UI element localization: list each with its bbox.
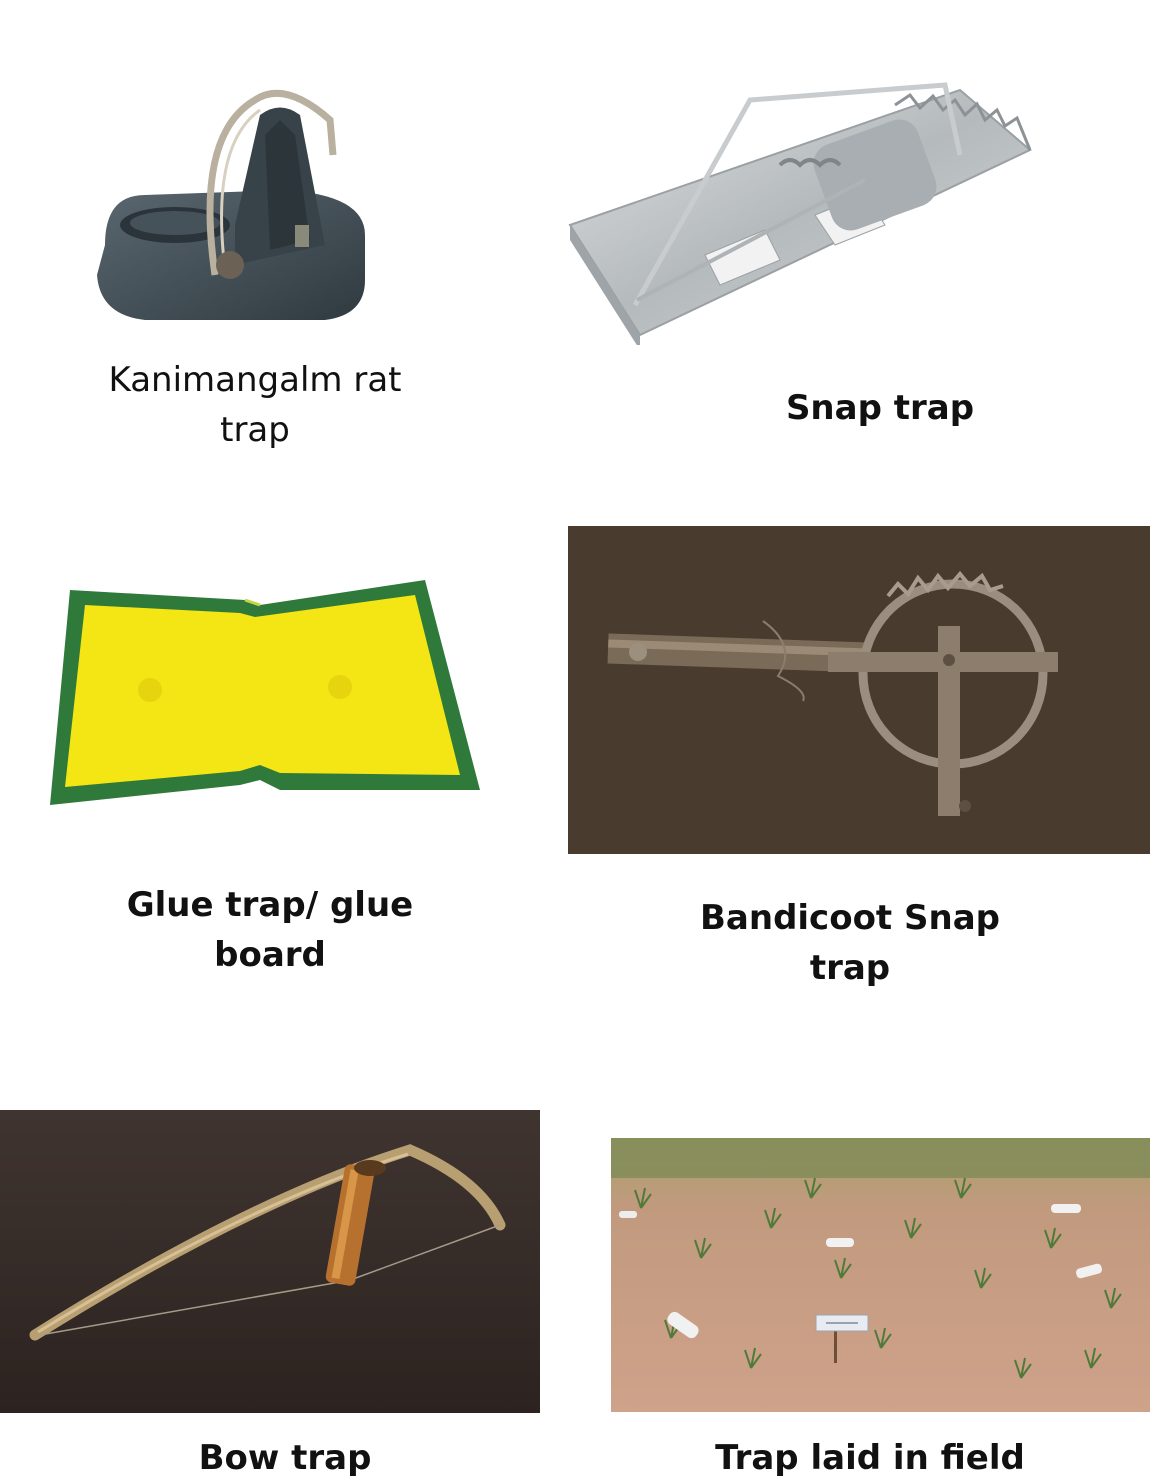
caption-bow-trap: Bow trap [198, 1438, 372, 1478]
trap-in-field-photo [611, 1138, 1150, 1412]
caption-bandicoot-line-2: trap [809, 948, 891, 988]
caption-kanimangalam-rat-trap: Kanimangalm rat trap [85, 355, 425, 455]
caption-kanimangalam-line-1: Kanimangalm rat [108, 360, 402, 400]
caption-bandicoot-snap-trap: Bandicoot Snap trap [690, 893, 1010, 993]
kanimangalam-rat-trap-photo [85, 75, 375, 335]
caption-kanimangalam-line-2: trap [220, 410, 290, 450]
caption-glue-line-2: board [214, 935, 326, 975]
caption-trap-laid-in-field: Trap laid in field [715, 1438, 1025, 1478]
caption-glue-line-1: Glue trap/ glue [126, 885, 414, 925]
bow-trap-photo [0, 1110, 540, 1413]
caption-glue-trap: Glue trap/ glue board [100, 880, 440, 980]
snap-trap-photo [565, 60, 1035, 345]
caption-bandicoot-line-1: Bandicoot Snap [700, 898, 1000, 938]
bandicoot-snap-trap-photo [568, 526, 1150, 854]
caption-snap-trap: Snap trap [785, 388, 975, 428]
glue-trap-photo [40, 575, 480, 815]
